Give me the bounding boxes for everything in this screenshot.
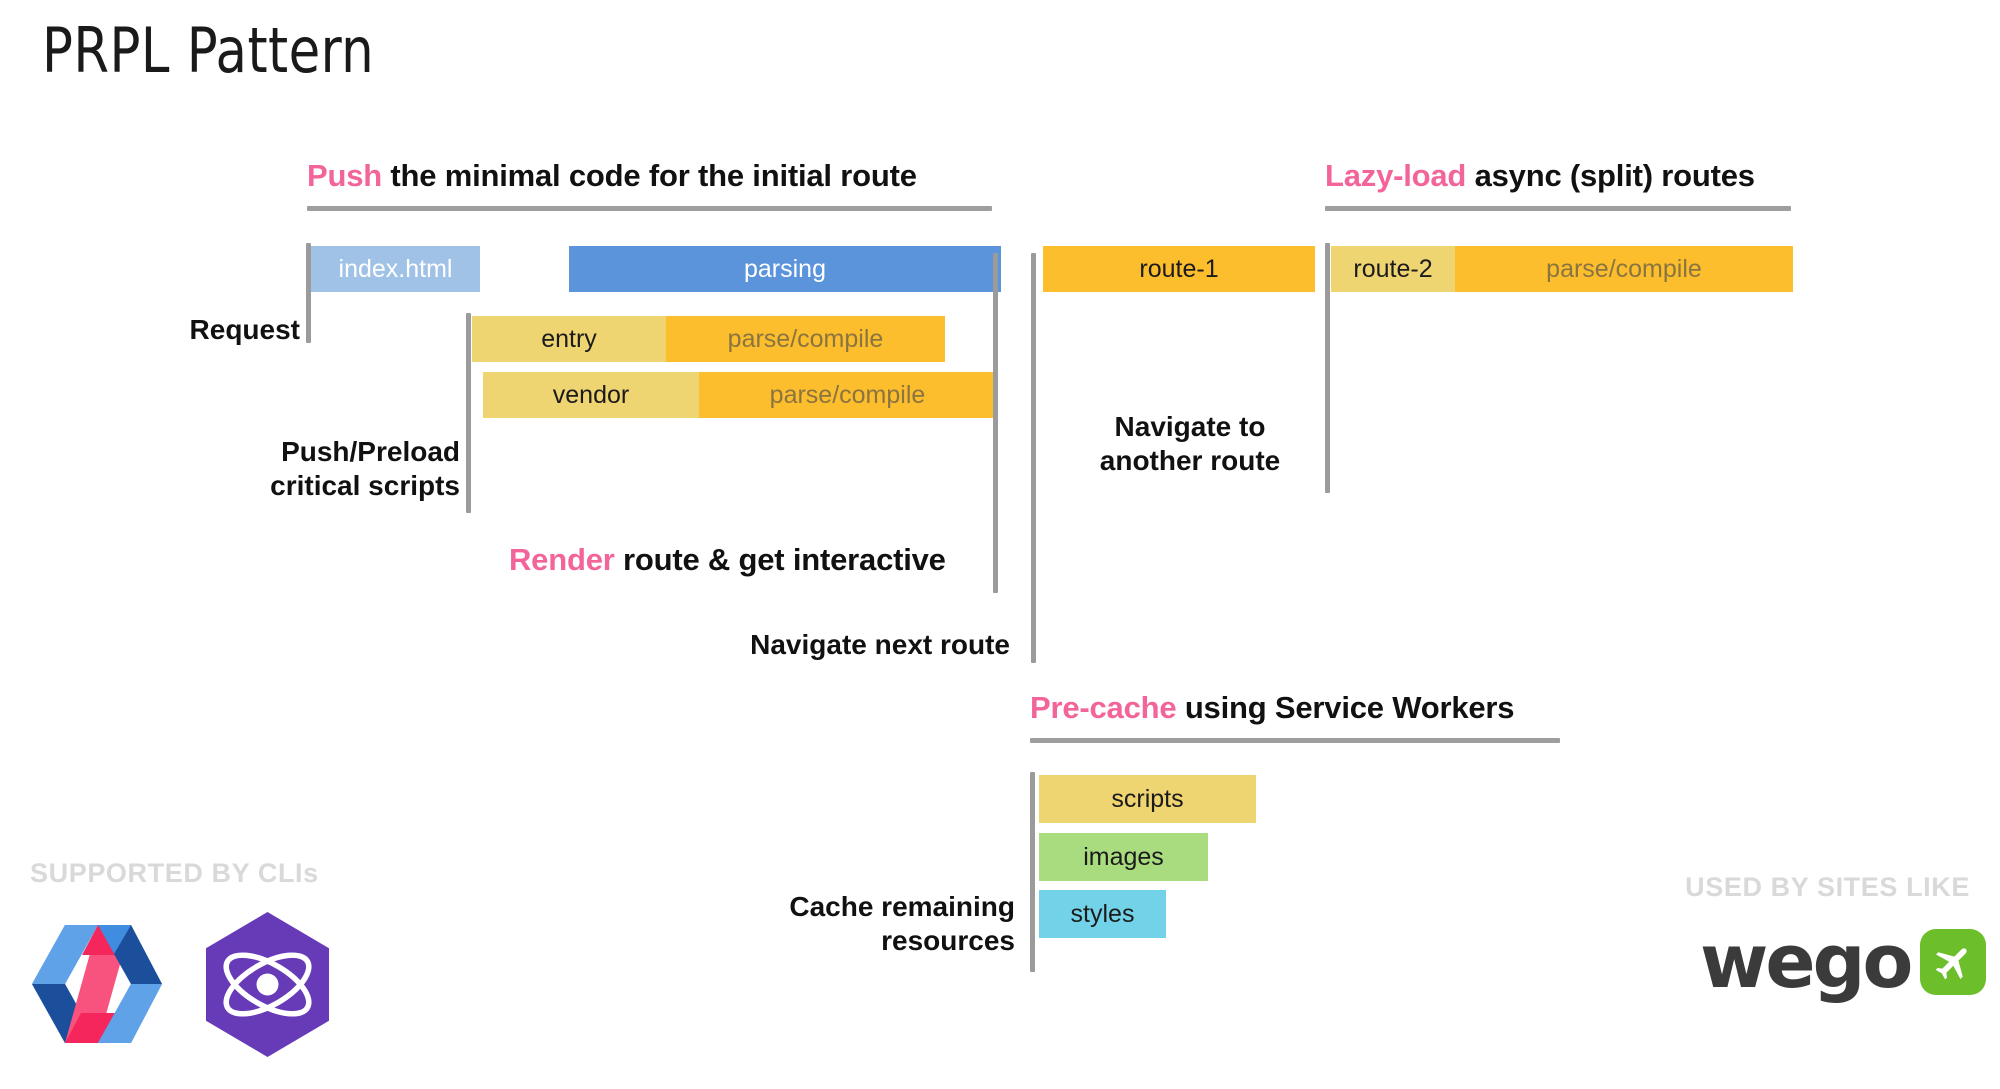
timeline-separator-push-preload — [466, 313, 471, 513]
bar-segment-scripts: scripts — [1039, 775, 1256, 823]
section-rule-push — [307, 206, 992, 211]
bar-entry-script[interactable]: entry parse/compile — [472, 316, 945, 362]
timeline-separator-pre-cache — [1030, 772, 1035, 972]
timeline-separator-render — [993, 253, 998, 593]
bar-scripts-cache[interactable]: scripts — [1039, 775, 1256, 823]
bar-segment-entry-parse-compile: parse/compile — [666, 316, 945, 362]
bar-index-html[interactable]: index.html — [311, 246, 480, 292]
polymer-logo — [32, 925, 162, 1043]
section-accent-pre-cache: Pre-cache — [1030, 690, 1177, 725]
timeline-separator-route-2 — [1325, 243, 1330, 493]
caption-push-preload: Push/Preload critical scripts — [270, 436, 460, 501]
airplane-icon — [1936, 948, 1967, 980]
preact-logo — [200, 912, 335, 1057]
bar-segment-vendor: vendor — [483, 372, 699, 418]
caption-cache-remaining: Cache remaining resources — [789, 891, 1015, 956]
section-rule-lazy-load — [1325, 206, 1791, 211]
timeline-separator-request — [306, 243, 311, 343]
bar-segment-styles: styles — [1039, 890, 1166, 938]
bar-segment-images: images — [1039, 833, 1208, 881]
section-rest-push: the minimal code for the initial route — [382, 158, 917, 193]
wego-wordmark: wego — [1700, 919, 1913, 1005]
bar-styles-cache[interactable]: styles — [1039, 890, 1166, 938]
caption-request: Request — [189, 314, 300, 345]
bar-route-1[interactable]: route-1 — [1043, 246, 1315, 292]
timeline-separator-navigate-next — [1031, 253, 1036, 663]
bar-vendor-script[interactable]: vendor parse/compile — [483, 372, 996, 418]
bar-segment-index-html: index.html — [311, 246, 480, 292]
caption-navigate-next-route: Navigate next route — [750, 629, 1010, 660]
section-rest-lazy-load: async (split) routes — [1466, 158, 1755, 193]
caption-navigate-another-route: Navigate to another route — [1099, 411, 1281, 476]
section-rest-render: route & get interactive — [614, 542, 946, 577]
bar-segment-vendor-parse-compile: parse/compile — [699, 372, 996, 418]
section-heading-pre-cache: Pre-cache using Service Workers — [1030, 690, 1515, 726]
bar-segment-parsing: parsing — [569, 246, 1001, 292]
section-accent-lazy-load: Lazy-load — [1325, 158, 1467, 193]
bar-segment-route-2-parse-compile: parse/compile — [1455, 246, 1793, 292]
section-heading-lazy-load: Lazy-load async (split) routes — [1325, 158, 1755, 194]
page-title: PRPL Pattern — [42, 14, 375, 87]
bar-segment-entry: entry — [472, 316, 666, 362]
section-heading-push: Push the minimal code for the initial ro… — [307, 158, 917, 194]
bar-route-2[interactable]: route-2 parse/compile — [1331, 246, 1793, 292]
section-accent-push: Push — [307, 158, 382, 193]
bar-parsing[interactable]: parsing — [569, 246, 1001, 292]
wego-badge — [1920, 929, 1987, 995]
bar-images-cache[interactable]: images — [1039, 833, 1208, 881]
section-accent-render: Render — [509, 542, 615, 577]
footer-label-used-by-sites: USED BY SITES LIKE — [1685, 872, 1970, 902]
section-heading-render: Render route & get interactive — [509, 542, 946, 578]
wego-logo: wego — [1700, 919, 1987, 1005]
bar-segment-route-2: route-2 — [1331, 246, 1455, 292]
bar-segment-route-1: route-1 — [1043, 246, 1315, 292]
section-rest-pre-cache: using Service Workers — [1176, 690, 1515, 725]
footer-label-supported-by: SUPPORTED BY CLIs — [30, 858, 319, 888]
section-rule-pre-cache — [1030, 738, 1560, 743]
